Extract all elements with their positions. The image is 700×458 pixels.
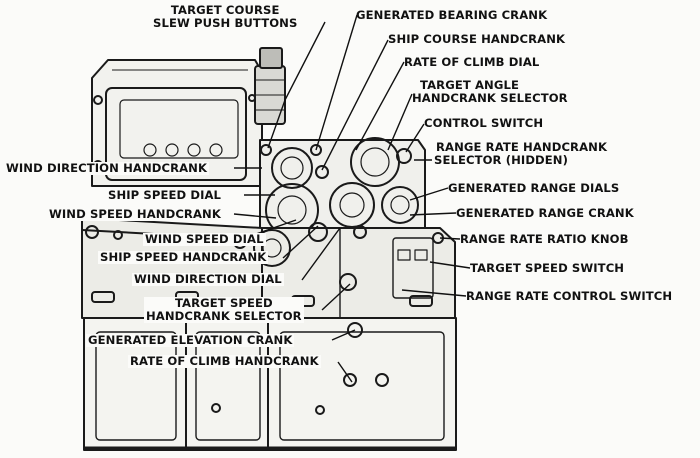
- label-ship-speed-dial: SHIP SPEED DIAL: [106, 188, 224, 202]
- label-line: SELECTOR (HIDDEN): [434, 153, 568, 167]
- motor-housing: [254, 47, 286, 125]
- label-generated-range-crank: GENERATED RANGE CRANK: [456, 206, 634, 220]
- label-line: HANDCRANK SELECTOR: [146, 309, 302, 323]
- label-line: TARGET SPEED: [174, 296, 273, 310]
- label-range-rate-ratio-knob: RANGE RATE RATIO KNOB: [460, 232, 629, 246]
- label-rate-of-climb-handcrank: RATE OF CLIMB HANDCRANK: [128, 354, 321, 368]
- label-wind-speed-dial: WIND SPEED DIAL: [143, 232, 266, 246]
- label-line: SLEW PUSH BUTTONS: [153, 16, 298, 30]
- label-wind-direction-dial: WIND DIRECTION DIAL: [132, 272, 284, 286]
- label-generated-elevation-crank: GENERATED ELEVATION CRANK: [86, 333, 295, 347]
- label-rate-of-climb-dial: RATE OF CLIMB DIAL: [404, 55, 540, 69]
- label-target-speed-switch: TARGET SPEED SWITCH: [470, 261, 625, 275]
- label-generated-bearing-crank: GENERATED BEARING CRANK: [356, 8, 548, 22]
- label-line: TARGET ANGLE: [420, 78, 519, 92]
- label-line: RANGE RATE HANDCRANK: [436, 140, 608, 154]
- label-ship-speed-handcrank: SHIP SPEED HANDCRANK: [98, 250, 269, 264]
- label-wind-speed-handcrank: WIND SPEED HANDCRANK: [47, 207, 223, 221]
- label-control-switch: CONTROL SWITCH: [424, 116, 544, 130]
- upper-dial-section: [259, 137, 426, 237]
- label-target-speed-handcrank-selector: TARGET SPEED HANDCRANK SELECTOR: [144, 297, 304, 323]
- label-target-angle-handcrank-selector: TARGET ANGLE HANDCRANK SELECTOR: [412, 79, 568, 105]
- label-line: TARGET COURSE: [170, 3, 280, 17]
- label-range-rate-control-switch: RANGE RATE CONTROL SWITCH: [466, 289, 673, 303]
- label-line: HANDCRANK SELECTOR: [412, 91, 568, 105]
- label-generated-range-dials: GENERATED RANGE DIALS: [448, 181, 620, 195]
- label-wind-direction-handcrank: WIND DIRECTION HANDCRANK: [4, 161, 210, 175]
- label-target-course-slew-push-buttons: TARGET COURSE SLEW PUSH BUTTONS: [153, 4, 297, 30]
- label-ship-course-handcrank: SHIP COURSE HANDCRANK: [388, 32, 566, 46]
- label-range-rate-handcrank-selector: RANGE RATE HANDCRANK SELECTOR (HIDDEN): [434, 141, 607, 167]
